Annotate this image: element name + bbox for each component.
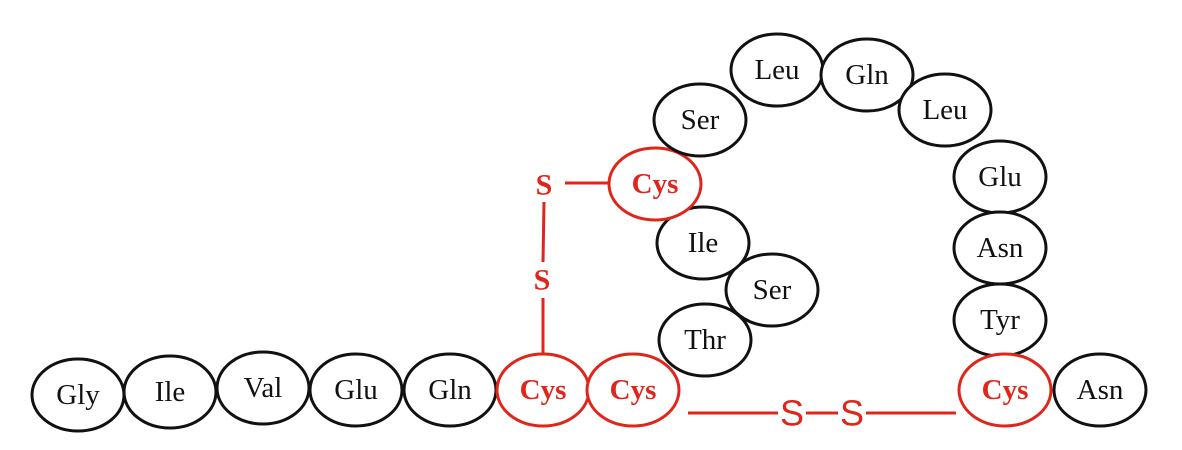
residue-asn: Asn [1052, 352, 1148, 428]
bond-line [541, 201, 546, 263]
residue-label: Val [244, 372, 283, 404]
residue-label: Leu [922, 94, 967, 126]
sulfur-label: S [840, 393, 864, 434]
residue-label: Ser [753, 274, 792, 306]
residue-label: Ile [688, 227, 719, 259]
residue-ellipse [957, 352, 1053, 428]
residue-label: Cys [632, 168, 679, 200]
residue-ellipse [607, 146, 703, 222]
cysteine-residue: Cys [585, 352, 681, 428]
residue-ile: Ile [655, 205, 751, 281]
residue-label: Asn [1077, 374, 1124, 406]
residue-glu: Glu [952, 139, 1048, 215]
residue-thr: Thr [657, 302, 753, 378]
residue-label: Thr [684, 324, 726, 356]
sulfur-label: S [536, 169, 553, 202]
residue-label: Ile [155, 376, 186, 408]
residue-label: Cys [610, 374, 657, 406]
residue-ellipse [724, 252, 820, 328]
cysteine-residue: Cys [607, 146, 703, 222]
residue-asn: Asn [952, 210, 1048, 286]
residue-leu: Leu [729, 32, 825, 108]
residue-ellipse [819, 37, 915, 113]
residue-ellipse [652, 82, 748, 158]
sulfur-label: S [534, 264, 551, 297]
residue-glu: Glu [308, 352, 404, 428]
residue-gln: Gln [402, 352, 498, 428]
residue-val: Val [215, 350, 311, 426]
residue-gly: Gly [30, 357, 126, 433]
residue-gln: Gln [819, 37, 915, 113]
residue-label: Gln [845, 59, 889, 91]
residue-label: Cys [982, 374, 1029, 406]
residue-ellipse [655, 205, 751, 281]
sulfur-label: S [780, 393, 804, 434]
residue-label: Leu [754, 54, 799, 86]
residue-ellipse [308, 352, 404, 428]
residue-ser: Ser [724, 252, 820, 328]
residue-label: Gln [428, 374, 472, 406]
residue-ellipse [1052, 352, 1148, 428]
residue-leu: Leu [897, 72, 993, 148]
residue-ile: Ile [122, 354, 218, 430]
residue-label: Tyr [980, 304, 1020, 336]
residue-tyr: Tyr [952, 282, 1048, 358]
cysteine-residue: Cys [957, 352, 1053, 428]
residue-label: Glu [978, 161, 1022, 193]
residue-label: Gly [56, 379, 100, 411]
residue-ser: Ser [652, 82, 748, 158]
residue-label: Ser [681, 104, 720, 136]
residue-ellipse [657, 302, 753, 378]
residue-ellipse [897, 72, 993, 148]
residue-label: Glu [334, 374, 378, 406]
residue-ellipse [585, 352, 681, 428]
residue-label: Asn [977, 232, 1024, 264]
residue-label: Cys [520, 374, 567, 406]
cysteine-residue: Cys [495, 352, 591, 428]
